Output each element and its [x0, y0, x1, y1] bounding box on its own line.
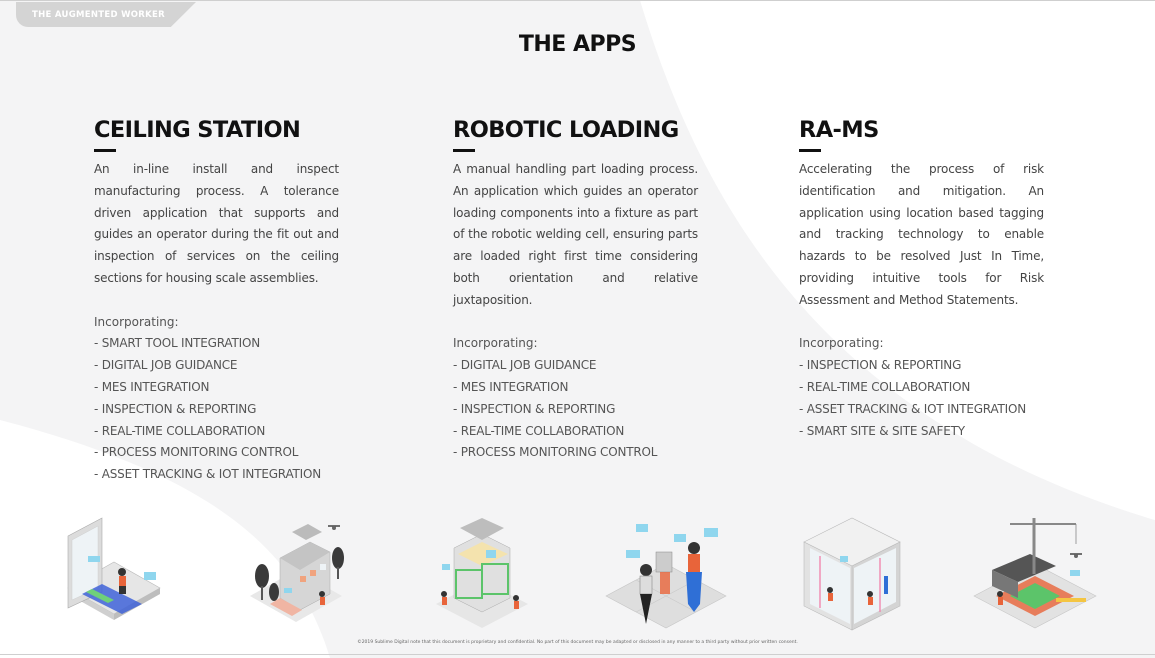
app-title: RA-MS [799, 117, 879, 143]
factory-building-illustration [250, 524, 344, 622]
incorporating-label: Incorporating: [453, 336, 538, 351]
feature-list: - DIGITAL JOB GUIDANCE - MES INTEGRATION… [453, 355, 698, 464]
feature-item: - REAL-TIME COLLABORATION [94, 423, 266, 438]
app-ceiling-station: CEILING STATION An in-line install and i… [94, 116, 339, 486]
app-description: A manual handling part loading process. … [453, 162, 698, 307]
section-tag: THE AUGMENTED WORKER [16, 2, 196, 27]
feature-item: - DIGITAL JOB GUIDANCE [94, 358, 238, 373]
feature-item: - SMART TOOL INTEGRATION [94, 336, 261, 351]
ceiling-panel-illustration [67, 517, 161, 620]
construction-site-illustration [973, 518, 1097, 629]
feature-item: - INSPECTION & REPORTING [799, 358, 962, 373]
room-inspection-illustration [803, 517, 901, 631]
app-title: ROBOTIC LOADING [453, 117, 679, 143]
feature-item: - ASSET TRACKING & IOT INTEGRATION [94, 467, 322, 482]
app-description: Accelerating the process of risk identif… [799, 162, 1044, 307]
robotic-cell-operators-illustration [605, 524, 727, 629]
top-border [0, 0, 1155, 1]
app-description: An in-line install and inspect manufactu… [94, 162, 339, 285]
modular-building-illustration [436, 518, 528, 628]
app-title: CEILING STATION [94, 117, 301, 143]
bottom-border [0, 654, 1155, 655]
feature-item: - DIGITAL JOB GUIDANCE [453, 358, 597, 373]
feature-item: - SMART SITE & SITE SAFETY [799, 423, 965, 438]
copyright-note: ©2019 Sublime Digital note that this doc… [357, 640, 798, 645]
title-underline [94, 149, 116, 152]
incorporating-label: Incorporating: [94, 314, 179, 329]
title-underline [799, 149, 821, 152]
feature-item: - INSPECTION & REPORTING [94, 401, 257, 416]
app-robotic-loading: ROBOTIC LOADING A manual handling part l… [453, 116, 698, 464]
feature-item: - ASSET TRACKING & IOT INTEGRATION [799, 401, 1027, 416]
title-underline [453, 149, 475, 152]
feature-item: - PROCESS MONITORING CONTROL [453, 445, 658, 460]
feature-item: - MES INTEGRATION [94, 379, 210, 394]
feature-list: - SMART TOOL INTEGRATION - DIGITAL JOB G… [94, 333, 339, 486]
feature-item: - MES INTEGRATION [453, 379, 569, 394]
feature-item: - PROCESS MONITORING CONTROL [94, 445, 299, 460]
feature-item: - INSPECTION & REPORTING [453, 401, 616, 416]
feature-list: - INSPECTION & REPORTING - REAL-TIME COL… [799, 355, 1044, 442]
app-ra-ms: RA-MS Accelerating the process of risk i… [799, 116, 1044, 442]
section-tag-label: THE AUGMENTED WORKER [32, 9, 165, 20]
incorporating-label: Incorporating: [799, 336, 884, 351]
feature-item: - REAL-TIME COLLABORATION [453, 423, 625, 438]
page-title: THE APPS [518, 32, 637, 57]
feature-item: - REAL-TIME COLLABORATION [799, 379, 971, 394]
